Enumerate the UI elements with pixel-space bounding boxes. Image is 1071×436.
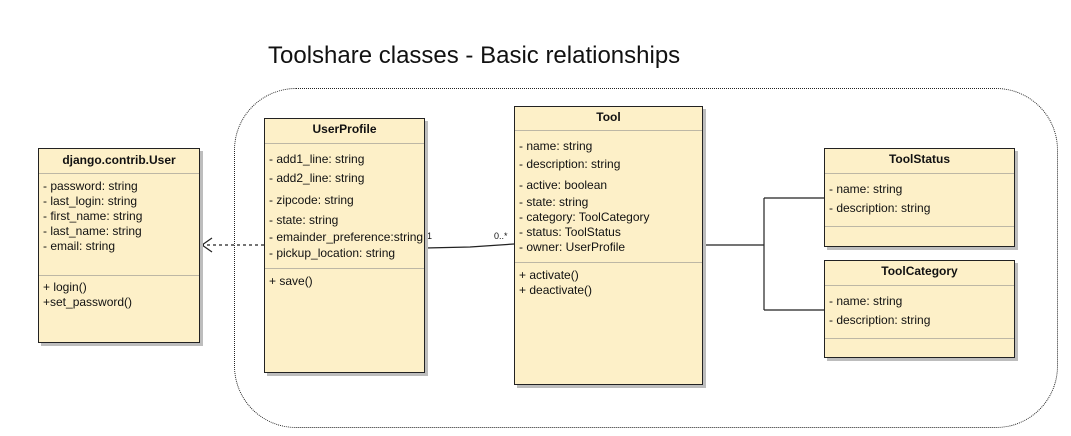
separator — [39, 173, 199, 174]
attribute: - status: ToolStatus — [519, 225, 621, 239]
class-tool[interactable]: Tool - name: string - description: strin… — [514, 106, 703, 385]
attribute: - pickup_location: string — [269, 246, 396, 260]
class-toolcategory[interactable]: ToolCategory - name: string - descriptio… — [824, 260, 1015, 358]
diagram-title: Toolshare classes - Basic relationships — [268, 42, 681, 69]
separator — [825, 226, 1014, 227]
attribute-compartment: - name: string - description: string — [825, 174, 1014, 218]
class-name: ToolCategory — [881, 264, 958, 278]
attribute: - last_name: string — [43, 224, 142, 238]
attribute: - password: string — [43, 179, 138, 193]
multiplicity-profile-end: 1 — [427, 231, 433, 241]
attribute: - description: string — [829, 201, 931, 215]
attribute: - state: string — [269, 213, 339, 227]
attribute: - owner: UserProfile — [519, 240, 626, 254]
attribute: - add1_line: string — [269, 152, 365, 166]
class-name: UserProfile — [312, 122, 377, 136]
separator — [265, 143, 424, 144]
attribute-compartment: - add1_line: string - add2_line: string … — [265, 144, 424, 261]
dependency-arrowhead — [200, 237, 213, 253]
operation: + save() — [269, 274, 313, 288]
operation: + activate() — [519, 268, 579, 282]
attribute: - last_login: string — [43, 194, 138, 208]
class-name: ToolStatus — [888, 152, 951, 166]
attribute: - active: boolean — [519, 178, 608, 192]
attribute-compartment: - name: string - description: string - a… — [515, 131, 702, 255]
multiplicity-tool-end: 0..* — [494, 231, 508, 241]
operation-compartment: + activate() + deactivate() — [515, 263, 702, 298]
separator — [515, 262, 702, 263]
attribute: - emainder_preference:string — [269, 230, 424, 244]
attribute: - category: ToolCategory — [519, 210, 650, 224]
attribute: - name: string — [519, 139, 593, 153]
operation: +set_password() — [43, 295, 133, 309]
attribute: - first_name: string — [43, 209, 143, 223]
class-name: Tool — [596, 110, 621, 124]
attribute: - description: string — [829, 313, 931, 327]
association-profile-tool — [424, 243, 515, 249]
class-userprofile[interactable]: UserProfile - add1_line: string - add2_l… — [264, 118, 425, 373]
separator — [825, 173, 1014, 174]
attribute: - description: string — [519, 157, 621, 171]
separator — [825, 338, 1014, 339]
separator — [515, 130, 702, 131]
attribute: - add2_line: string — [269, 171, 365, 185]
attribute: - email: string — [43, 239, 116, 253]
operation: + login() — [43, 280, 87, 294]
separator — [265, 268, 424, 269]
attribute-compartment: - name: string - description: string — [825, 286, 1014, 330]
separator — [825, 285, 1014, 286]
separator — [39, 275, 199, 276]
class-toolstatus[interactable]: ToolStatus - name: string - description:… — [824, 148, 1015, 247]
class-django-user[interactable]: django.contrib.User - password: string -… — [38, 148, 200, 343]
attribute-compartment: - password: string - last_login: string … — [39, 174, 199, 254]
operation-compartment: + login() +set_password() — [39, 276, 199, 310]
attribute: - zipcode: string — [269, 193, 354, 207]
package-boundary — [234, 88, 1058, 428]
operation: + deactivate() — [519, 283, 593, 297]
operation-compartment: + save() — [265, 269, 424, 289]
attribute: - name: string — [829, 294, 903, 308]
class-name: django.contrib.User — [62, 153, 176, 167]
attribute: - name: string — [829, 182, 903, 196]
attribute: - state: string — [519, 195, 589, 209]
